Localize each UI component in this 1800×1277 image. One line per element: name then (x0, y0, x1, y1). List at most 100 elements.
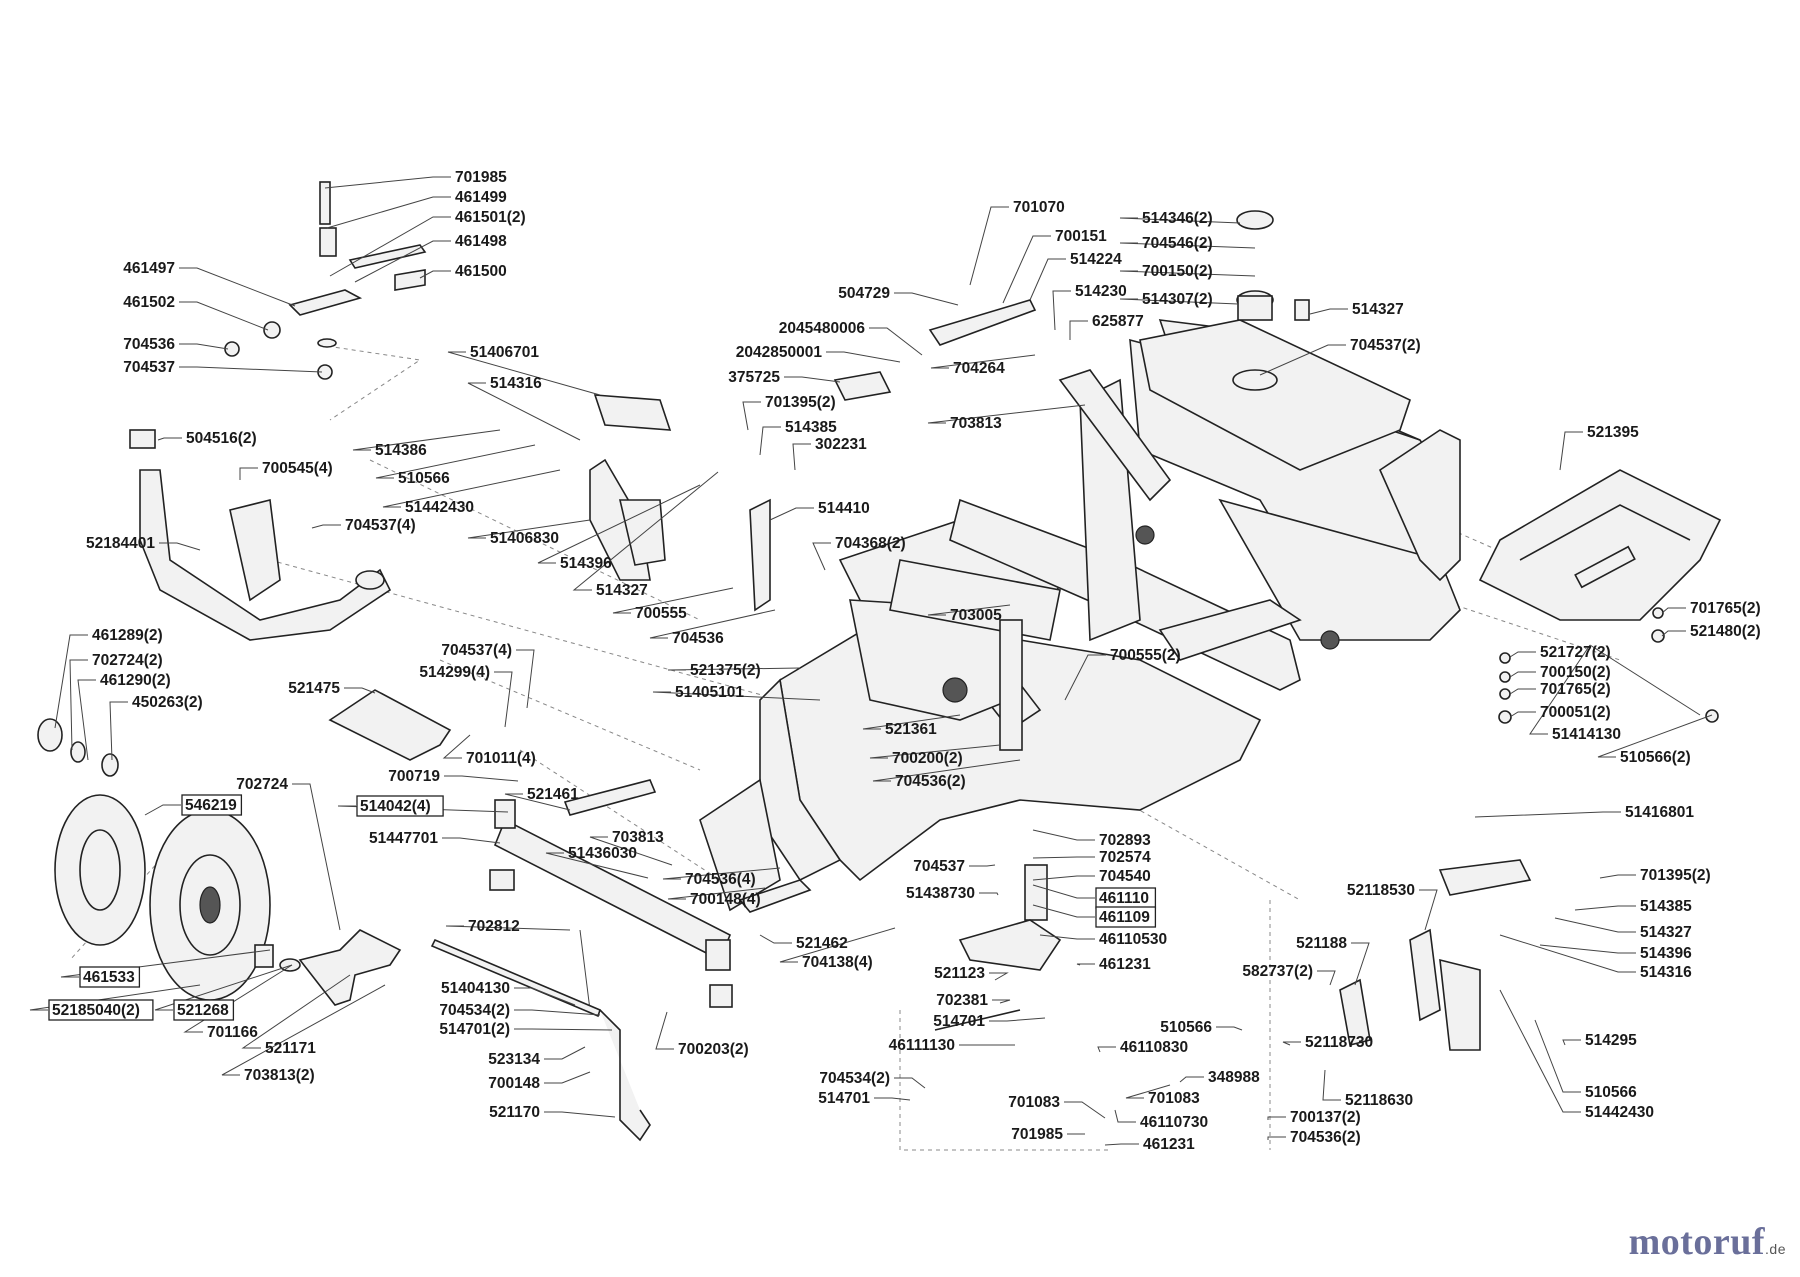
part-number-label: 700203(2) (678, 1041, 749, 1058)
part-number-label: 510566 (1585, 1084, 1637, 1101)
leader-line (1032, 856, 1095, 859)
part-number-label: 701985 (455, 169, 507, 186)
brand-logo-tld: .de (1765, 1241, 1786, 1257)
part-number-label: 51442430 (405, 499, 474, 516)
part-number-label: 704546(2) (1142, 235, 1213, 252)
front-bumper (129, 429, 392, 641)
leader-line (872, 759, 1021, 782)
leader-line (930, 354, 1036, 369)
leader-line (759, 426, 781, 456)
leader-line (992, 999, 1011, 1004)
part-number-label: 700150(2) (1142, 263, 1213, 280)
part-number-label: 514327 (596, 582, 648, 599)
part-number-label: 703813 (950, 415, 1002, 432)
part-number-label: 514230 (1075, 283, 1127, 300)
part-number-label: 521475 (288, 680, 340, 697)
part-number-label: 514346(2) (1142, 210, 1213, 227)
part-number-label: 704534(2) (819, 1070, 890, 1087)
leader-line (442, 734, 471, 759)
leader-line (1509, 688, 1536, 695)
part-number-label: 514396 (560, 555, 612, 572)
leader-line (979, 892, 999, 896)
part-number-label: 701083 (1148, 1090, 1200, 1107)
leader-line (589, 836, 673, 866)
leader-line (1597, 714, 1713, 758)
part-number-label: 51414130 (1552, 726, 1621, 743)
part-number-label: 700719 (388, 768, 440, 785)
leader-line (1661, 607, 1686, 614)
leader-line (1534, 1019, 1581, 1093)
leader-line (69, 659, 88, 751)
leader-line (869, 744, 1001, 759)
part-number-label: 51405101 (675, 684, 744, 701)
leader-line (769, 507, 814, 521)
leader-line (874, 1097, 911, 1101)
brand-logo: motoruf.de (1629, 1220, 1786, 1264)
part-number-label: 700148 (488, 1075, 540, 1092)
brand-logo-text: motoruf (1628, 1221, 1766, 1263)
part-number-label: 375725 (728, 369, 780, 386)
leader-line (1097, 1046, 1116, 1053)
part-number-label: 521170 (489, 1104, 540, 1121)
leader-line (969, 864, 996, 867)
part-number-label: 700148(4) (690, 891, 761, 908)
part-number-label: 702893 (1099, 832, 1151, 849)
part-number-label: 2045480006 (779, 320, 866, 337)
upper-linkage (224, 181, 427, 380)
leader-line (1599, 874, 1636, 879)
part-number-label: 702724 (236, 776, 288, 793)
leader-line (382, 469, 561, 508)
leader-line (1309, 308, 1348, 315)
leader-line (1317, 970, 1336, 986)
part-number-label: 461500 (455, 263, 507, 280)
part-number-label: 521727(2) (1540, 644, 1611, 661)
part-number-label: 701765(2) (1690, 600, 1761, 617)
part-number-label: 504729 (838, 285, 890, 302)
part-number-label: 52185040(2) (52, 1002, 140, 1019)
part-number-label: 461231 (1143, 1136, 1195, 1153)
leader-line (759, 934, 792, 944)
part-number-label: 704537 (913, 858, 965, 875)
leader-line (742, 401, 761, 431)
leader-line (179, 343, 229, 350)
leader-line (419, 270, 451, 279)
leader-line (109, 701, 128, 761)
leader-line (927, 404, 1086, 424)
part-number-label: 461290(2) (100, 672, 171, 689)
leader-line (1282, 1041, 1301, 1046)
leader-line (1499, 989, 1581, 1113)
leader-line (1351, 942, 1370, 986)
leader-line (792, 443, 811, 471)
part-number-label: 461533 (83, 969, 135, 986)
leader-line (779, 927, 896, 963)
leader-line (311, 524, 341, 529)
leader-line (1499, 934, 1636, 973)
leader-line (467, 382, 581, 441)
leader-line (544, 1071, 591, 1084)
part-number-label: 51442430 (1585, 1104, 1654, 1121)
leader-line (927, 604, 1011, 616)
part-number-label: 521361 (885, 721, 937, 738)
leader-line (467, 519, 591, 539)
part-number-label: 504516(2) (186, 430, 257, 447)
leader-line (516, 649, 535, 709)
part-number-label: 514701 (933, 1013, 985, 1030)
part-number-label: 700051(2) (1540, 704, 1611, 721)
leader-line (1509, 651, 1536, 658)
leader-line (326, 196, 451, 229)
leader-line (54, 634, 88, 729)
part-number-label: 514224 (1070, 251, 1122, 268)
part-number-label: 701395(2) (1640, 867, 1711, 884)
leader-line (869, 327, 923, 356)
leader-line (375, 444, 536, 479)
part-number-label: 703813(2) (244, 1067, 315, 1084)
part-number-label: 704536 (672, 630, 724, 647)
leader-line (1032, 829, 1095, 841)
leader-line (1069, 320, 1088, 340)
leader-line (1064, 654, 1106, 701)
part-number-label: 700555(2) (1110, 647, 1181, 664)
part-number-label: 514386 (375, 442, 427, 459)
leader-line (183, 964, 293, 1033)
leader-line (1554, 917, 1636, 933)
leader-line (1179, 1076, 1204, 1083)
